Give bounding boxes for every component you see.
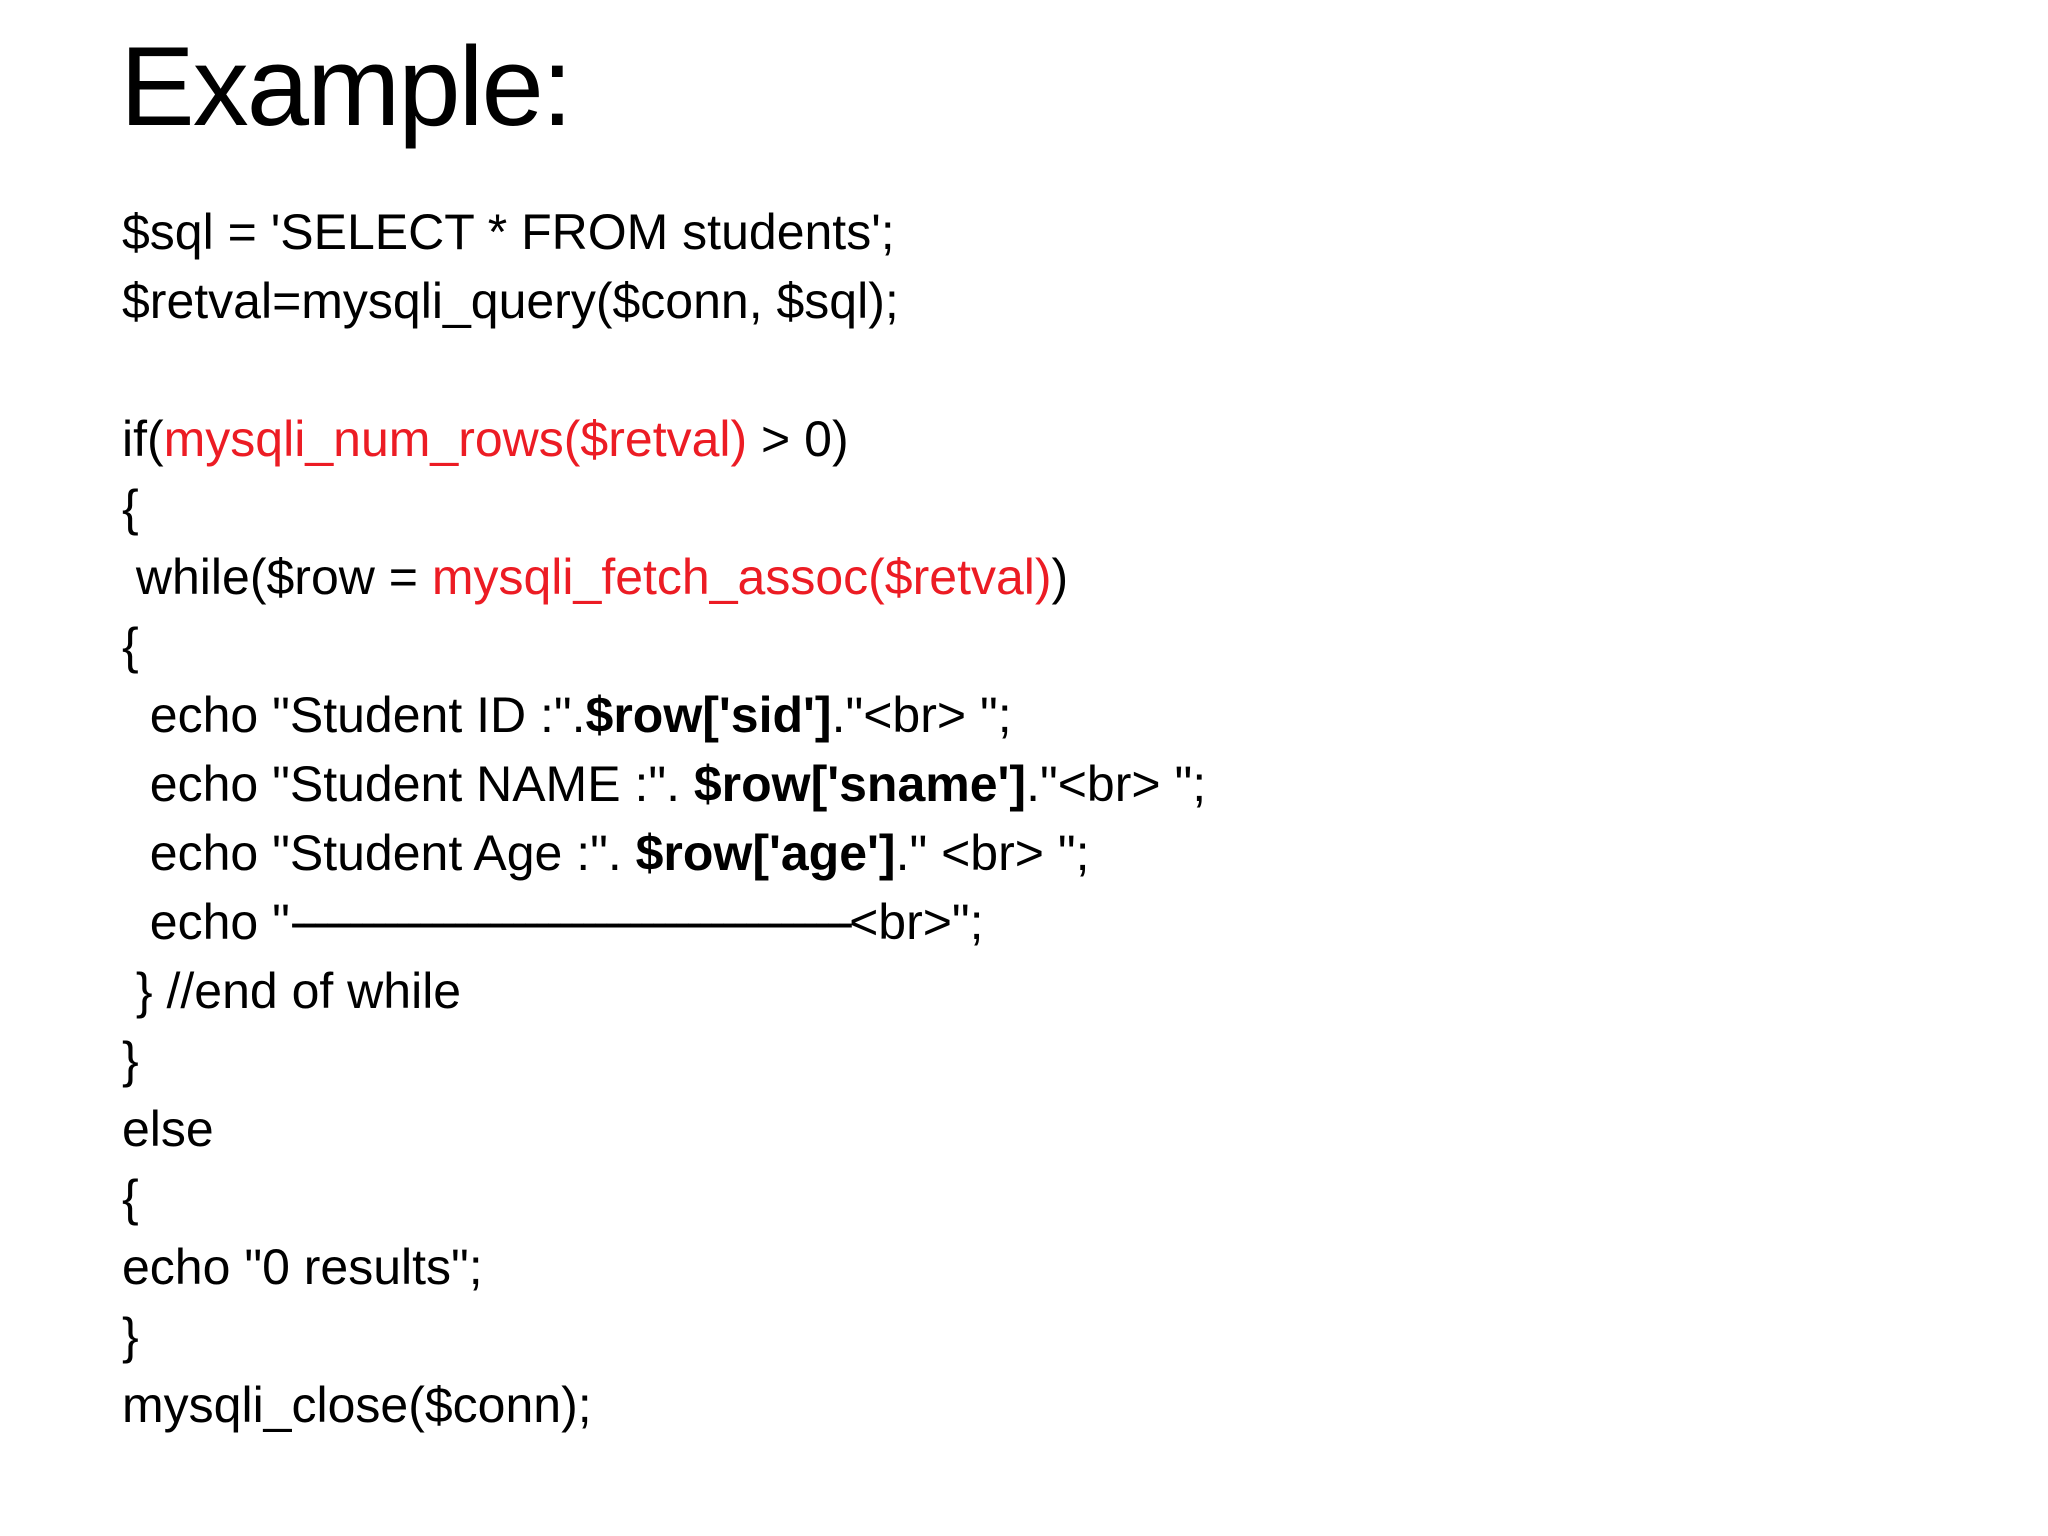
code-text: ."<br> "; bbox=[1026, 756, 1207, 812]
code-text: if( bbox=[122, 411, 164, 467]
code-line: echo "Student NAME :". $row['sname']."<b… bbox=[122, 750, 1206, 819]
code-text: echo "Student NAME :". bbox=[122, 756, 694, 812]
code-text: echo "Student Age :". bbox=[122, 825, 636, 881]
code-text: $retval=mysqli_query($conn, $sql); bbox=[122, 273, 899, 329]
row-array-access-bold: $row['age'] bbox=[635, 825, 896, 881]
code-text: } //end of while bbox=[122, 963, 462, 1019]
code-line: $sql = 'SELECT * FROM students'; bbox=[122, 198, 1206, 267]
code-text: echo "Student ID :". bbox=[122, 687, 586, 743]
code-line: { bbox=[122, 1164, 1206, 1233]
code-text: > 0) bbox=[747, 411, 849, 467]
code-line: } bbox=[122, 1302, 1206, 1371]
code-text: } bbox=[122, 1032, 139, 1088]
code-text: ." <br> "; bbox=[895, 825, 1090, 881]
code-block: $sql = 'SELECT * FROM students'; $retval=… bbox=[122, 198, 1206, 1440]
code-line: echo "Student Age :". $row['age']." <br>… bbox=[122, 819, 1206, 888]
code-line: else bbox=[122, 1095, 1206, 1164]
slide-title: Example: bbox=[120, 24, 573, 149]
highlighted-function-red: mysqli_num_rows($retval) bbox=[163, 411, 748, 467]
code-line: echo "----------------------------------… bbox=[122, 888, 1206, 957]
code-text: ) bbox=[1051, 549, 1069, 605]
code-line: echo "0 results"; bbox=[122, 1233, 1206, 1302]
code-text: } bbox=[122, 1308, 139, 1364]
code-text: echo "0 results"; bbox=[122, 1239, 483, 1295]
code-line: if(mysqli_num_rows($retval) > 0) bbox=[122, 405, 1206, 474]
code-line: } bbox=[122, 1026, 1206, 1095]
code-line: mysqli_close($conn); bbox=[122, 1371, 1206, 1440]
code-line: echo "Student ID :".$row['sid']."<br> "; bbox=[122, 681, 1206, 750]
code-text: $sql = 'SELECT * FROM students'; bbox=[122, 204, 895, 260]
code-text: { bbox=[122, 618, 139, 674]
code-line: { bbox=[122, 612, 1206, 681]
code-line: $retval=mysqli_query($conn, $sql); bbox=[122, 267, 1206, 336]
code-line: while($row = mysqli_fetch_assoc($retval)… bbox=[122, 543, 1206, 612]
code-line bbox=[122, 336, 1206, 405]
code-line: } //end of while bbox=[122, 957, 1206, 1026]
separator-dashes: ----------------------------------------… bbox=[289, 894, 854, 950]
highlighted-function-red: mysqli_fetch_assoc($retval) bbox=[431, 549, 1052, 605]
row-array-access-bold: $row['sid'] bbox=[585, 687, 832, 743]
code-text: else bbox=[122, 1101, 214, 1157]
code-line: { bbox=[122, 474, 1206, 543]
code-text: { bbox=[122, 480, 139, 536]
code-text: while($row = bbox=[122, 549, 432, 605]
code-text: ."<br> "; bbox=[831, 687, 1012, 743]
code-text: <br>"; bbox=[849, 894, 984, 950]
row-array-access-bold: $row['sname'] bbox=[693, 756, 1027, 812]
code-text: { bbox=[122, 1170, 139, 1226]
code-text: mysqli_close($conn); bbox=[122, 1377, 592, 1433]
code-text: echo " bbox=[122, 894, 290, 950]
